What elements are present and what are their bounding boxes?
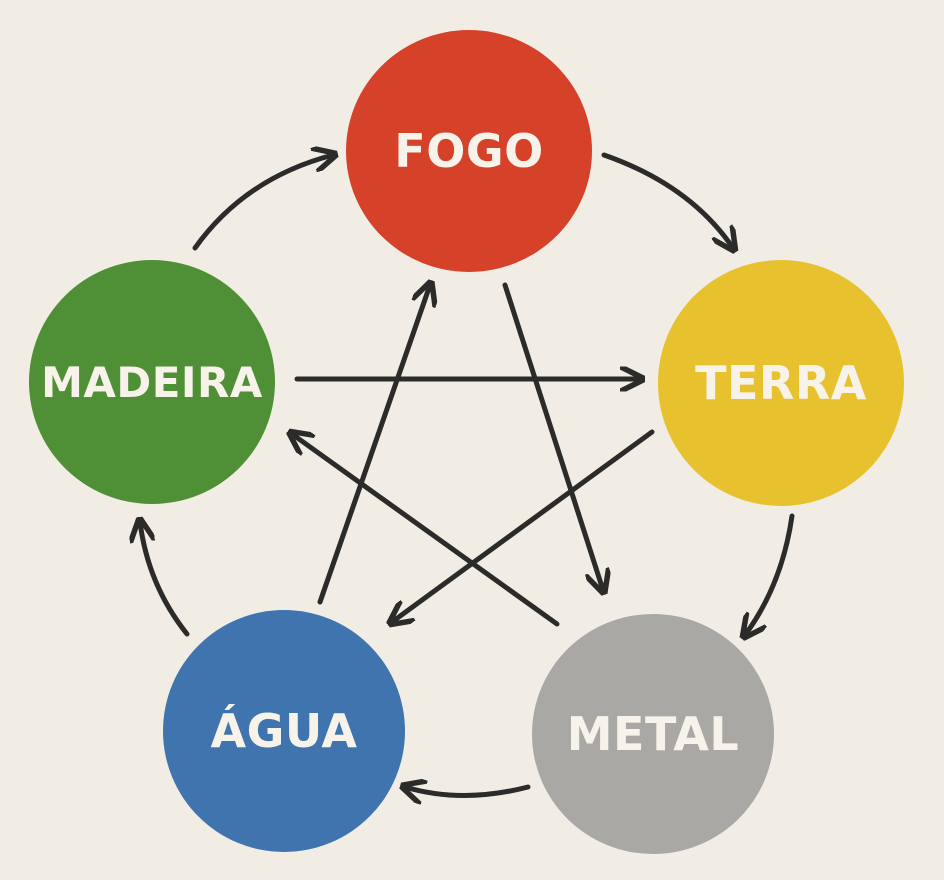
madeira-label: MADEIRA: [41, 357, 263, 407]
fogo-node: FOGO: [346, 30, 592, 272]
arrow-fogo-to-metal: [502, 282, 603, 590]
arrow-fogo-to-terra: [601, 152, 733, 248]
arrow-agua-to-fogo: [317, 285, 430, 605]
madeira-node: MADEIRA: [29, 260, 275, 504]
arrow-metal-to-agua: [405, 787, 531, 796]
metal-label: METAL: [566, 707, 740, 761]
arrow-terra-to-agua: [392, 429, 655, 622]
terra-node: TERRA: [658, 260, 904, 506]
arrow-madeira-to-fogo: [192, 155, 333, 251]
arrow-agua-to-madeira: [140, 522, 190, 637]
arrow-terra-to-metal: [745, 513, 795, 635]
arrow-metal-to-madeira: [292, 434, 560, 627]
agua-label: ÁGUA: [210, 704, 358, 758]
metal-node: METAL: [532, 614, 774, 854]
agua-node: ÁGUA: [163, 610, 405, 852]
terra-label: TERRA: [695, 356, 867, 410]
fogo-label: FOGO: [394, 124, 544, 178]
